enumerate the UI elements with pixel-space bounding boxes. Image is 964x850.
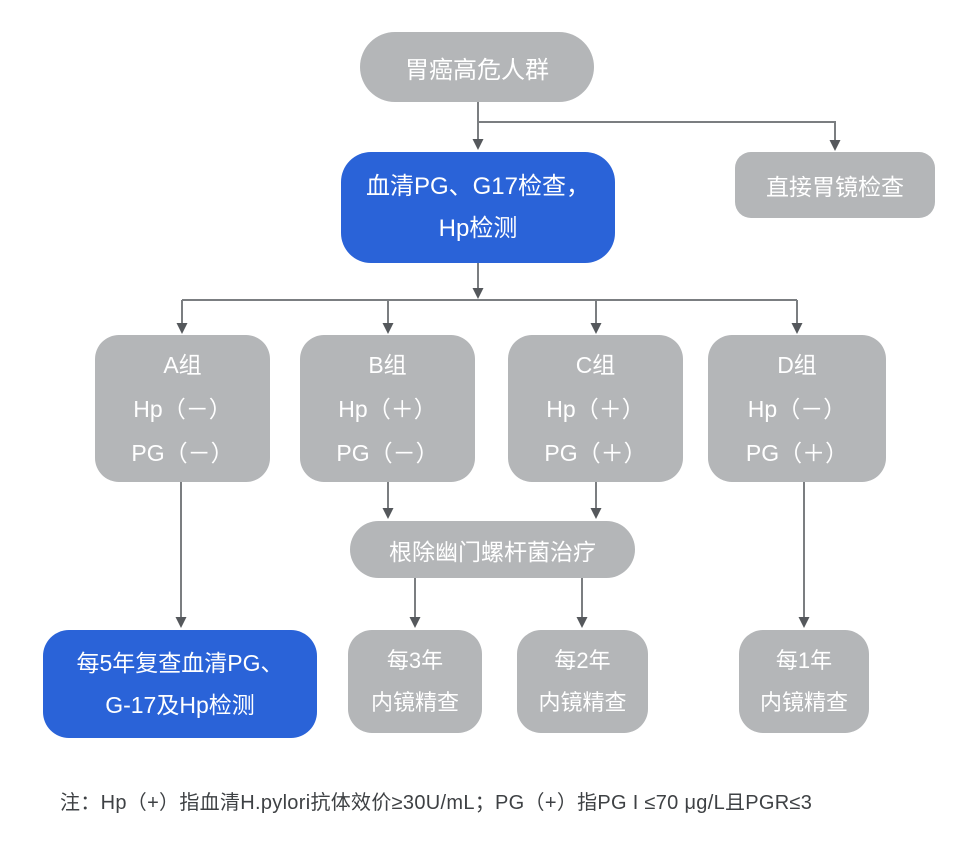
footnote: 注：Hp（+）指血清H.pylori抗体效价≥30U/mL；PG（+）指PG I… <box>60 792 813 814</box>
direct-endoscopy-label: 直接胃镜检查 <box>766 174 904 200</box>
group-b-title: B组 <box>368 351 407 378</box>
node-direct-endoscopy: 直接胃镜检查 <box>735 152 935 218</box>
endoscopy-3y-line2: 内镜精查 <box>370 689 459 715</box>
connector-top-to-direct <box>478 121 836 147</box>
endoscopy-1y-line1: 每1年 <box>775 647 833 673</box>
endoscopy-1y-line2: 内镜精查 <box>759 689 848 715</box>
node-hp-eradication: 根除幽门螺杆菌治疗 <box>350 521 635 578</box>
group-c-title: C组 <box>575 351 616 378</box>
arrowhead-endo3 <box>409 617 421 628</box>
group-c-pg-status: PG（＋） <box>544 439 647 466</box>
review-5-years-line1: 每5年复查血清PG、 <box>76 650 284 676</box>
arrowhead-review <box>175 617 187 628</box>
node-endoscopy-every-2-years: 每2年 内镜精查 <box>517 630 648 733</box>
arrowhead-endo1 <box>798 617 810 628</box>
arrowhead-eradication-left <box>382 508 394 519</box>
arrowhead-serum <box>472 139 484 150</box>
node-endoscopy-every-1-year: 每1年 内镜精查 <box>739 630 869 733</box>
group-c-hp-status: Hp（＋） <box>546 395 645 422</box>
node-group-d: D组 Hp（－） PG（＋） <box>708 335 886 482</box>
arrowhead-group-b <box>382 323 394 334</box>
group-a-title: A组 <box>163 351 202 378</box>
group-a-hp-status: Hp（－） <box>133 395 232 422</box>
endoscopy-2y-line1: 每2年 <box>554 647 611 673</box>
group-b-hp-status: Hp（＋） <box>338 395 437 422</box>
hp-eradication-label: 根除幽门螺杆菌治疗 <box>389 538 596 565</box>
arrowhead-direct <box>829 140 841 151</box>
node-review-5-years: 每5年复查血清PG、 G-17及Hp检测 <box>43 630 317 738</box>
node-group-c: C组 Hp（＋） PG（＋） <box>508 335 683 482</box>
arrowhead-eradication-right <box>590 508 602 519</box>
arrowhead-group-a <box>176 323 188 334</box>
arrowhead-group-d <box>791 323 803 334</box>
group-a-pg-status: PG（－） <box>131 439 234 466</box>
node-endoscopy-every-3-years: 每3年 内镜精查 <box>348 630 482 733</box>
arrowhead-split <box>472 288 484 299</box>
endoscopy-3y-line1: 每3年 <box>386 647 444 673</box>
review-5-years-line2: G-17及Hp检测 <box>105 692 255 718</box>
serum-test-line1: 血清PG、G17检查， <box>365 172 591 200</box>
arrowhead-endo2 <box>576 617 588 628</box>
arrowhead-group-c <box>590 323 602 334</box>
group-d-hp-status: Hp（－） <box>747 395 847 422</box>
group-d-title: D组 <box>777 351 817 378</box>
endoscopy-2y-line2: 内镜精查 <box>538 689 627 715</box>
high-risk-label: 胃癌高危人群 <box>405 56 549 84</box>
node-group-a: A组 Hp（－） PG（－） <box>95 335 270 482</box>
group-b-pg-status: PG（－） <box>336 439 439 466</box>
serum-test-line2: Hp检测 <box>438 214 518 242</box>
group-d-pg-status: PG（＋） <box>745 439 849 466</box>
node-serum-test: 血清PG、G17检查， Hp检测 <box>341 152 615 263</box>
node-group-b: B组 Hp（＋） PG（－） <box>300 335 475 482</box>
node-high-risk-population: 胃癌高危人群 <box>360 32 594 102</box>
